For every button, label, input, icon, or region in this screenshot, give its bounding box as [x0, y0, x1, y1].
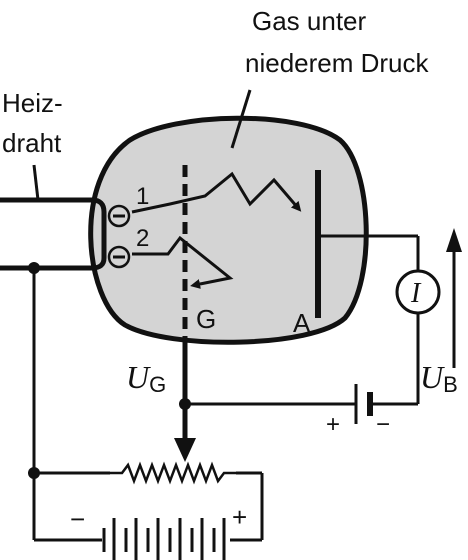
ub-arrowhead — [446, 228, 462, 252]
ammeter-label: I — [410, 278, 422, 309]
electron-path-2 — [132, 235, 234, 289]
electron-2 — [107, 245, 131, 269]
grid-label: G — [196, 304, 216, 334]
gas-label-pointer — [230, 89, 252, 149]
battery-minus-label: − — [376, 411, 390, 438]
heating-wire — [0, 197, 107, 271]
cathode-junction-top — [28, 262, 40, 274]
bank-plus-label: + — [232, 502, 247, 532]
electron-1 — [107, 204, 131, 228]
rheostat — [110, 461, 236, 485]
anode-label: A — [293, 308, 311, 338]
ub-label: UB — [420, 359, 458, 397]
heiz-label-line1: Heiz- — [2, 88, 63, 118]
bank-minus-label: − — [70, 504, 85, 534]
heiz-label-pointer — [32, 164, 40, 201]
gas-label-line2: niederem Druck — [245, 48, 430, 78]
ug-arrowhead — [174, 438, 196, 462]
heiz-label-line2: draht — [2, 128, 62, 158]
electron-path-1 — [131, 171, 302, 214]
battery-bank — [102, 518, 226, 560]
electron-2-number: 2 — [136, 225, 149, 252]
gas-label-line1: Gas unter — [252, 6, 367, 36]
gas-tube — [88, 115, 369, 345]
electron-1-number: 1 — [136, 183, 149, 210]
ug-label: UG — [126, 359, 166, 397]
battery-plus-label: + — [326, 411, 340, 438]
